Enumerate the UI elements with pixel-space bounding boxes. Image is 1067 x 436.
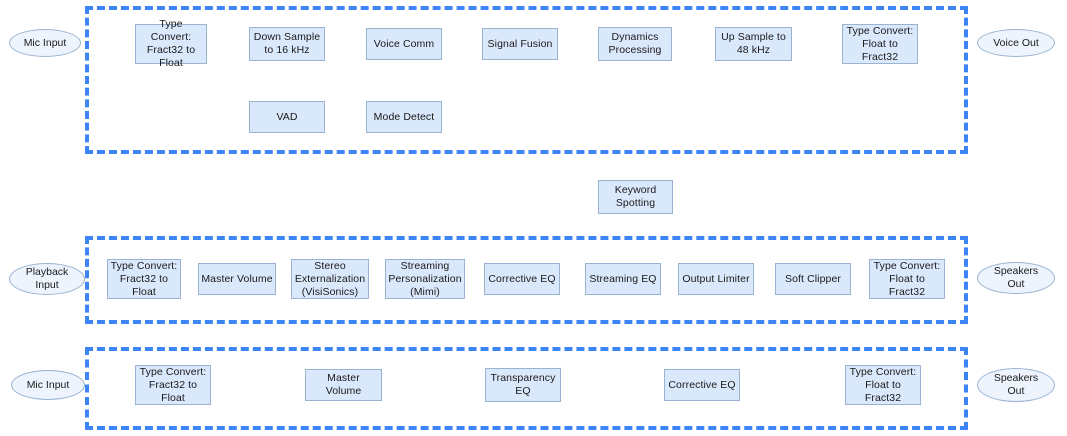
playback-corrective-eq[interactable]: Corrective EQ: [484, 263, 560, 295]
playback-master-volume[interactable]: Master Volume: [198, 263, 276, 295]
transparency-corrective-eq[interactable]: Corrective EQ: [664, 369, 740, 401]
mic-input-voice[interactable]: Mic Input: [9, 29, 81, 57]
transparency-eq[interactable]: Transparency EQ: [485, 368, 561, 402]
speakers-out-playback[interactable]: Speakers Out: [977, 262, 1055, 294]
voice-mode-detect[interactable]: Mode Detect: [366, 101, 442, 133]
playback-soft-clipper[interactable]: Soft Clipper: [775, 263, 851, 295]
voice-down-sample[interactable]: Down Sample to 16 kHz: [249, 27, 325, 61]
playback-output-limiter[interactable]: Output Limiter: [678, 263, 754, 295]
voice-pipeline-group: [85, 6, 968, 154]
voice-up-sample[interactable]: Up Sample to 48 kHz: [715, 27, 792, 61]
playback-type-convert-out[interactable]: Type Convert: Float to Fract32: [869, 259, 945, 299]
playback-pipeline-group: [85, 236, 968, 324]
playback-input[interactable]: Playback Input: [9, 263, 85, 295]
mic-input-transparency[interactable]: Mic Input: [11, 370, 85, 400]
voice-signal-fusion[interactable]: Signal Fusion: [482, 28, 558, 60]
voice-type-convert-out[interactable]: Type Convert: Float to Fract32: [842, 24, 918, 64]
voice-out[interactable]: Voice Out: [977, 29, 1055, 57]
voice-vad[interactable]: VAD: [249, 101, 325, 133]
playback-streaming-eq[interactable]: Streaming EQ: [585, 263, 661, 295]
transparency-master-volume[interactable]: Master Volume: [305, 369, 382, 401]
transparency-type-convert-out[interactable]: Type Convert: Float to Fract32: [845, 365, 921, 405]
playback-stereo-externalization[interactable]: Stereo Externalization (VisiSonics): [291, 259, 369, 299]
speakers-out-transparency[interactable]: Speakers Out: [977, 368, 1055, 402]
playback-type-convert-in[interactable]: Type Convert: Fract32 to Float: [107, 259, 181, 299]
voice-dynamics-processing[interactable]: Dynamics Processing: [598, 27, 672, 61]
voice-type-convert-in[interactable]: Type Convert: Fract32 to Float: [135, 18, 207, 69]
transparency-pipeline-group: [85, 347, 968, 430]
transparency-type-convert-in[interactable]: Type Convert: Fract32 to Float: [135, 365, 211, 405]
voice-comm[interactable]: Voice Comm: [366, 28, 442, 60]
keyword-spotting[interactable]: Keyword Spotting: [598, 180, 673, 214]
playback-streaming-personalization[interactable]: Streaming Personalization (Mimi): [385, 259, 465, 299]
